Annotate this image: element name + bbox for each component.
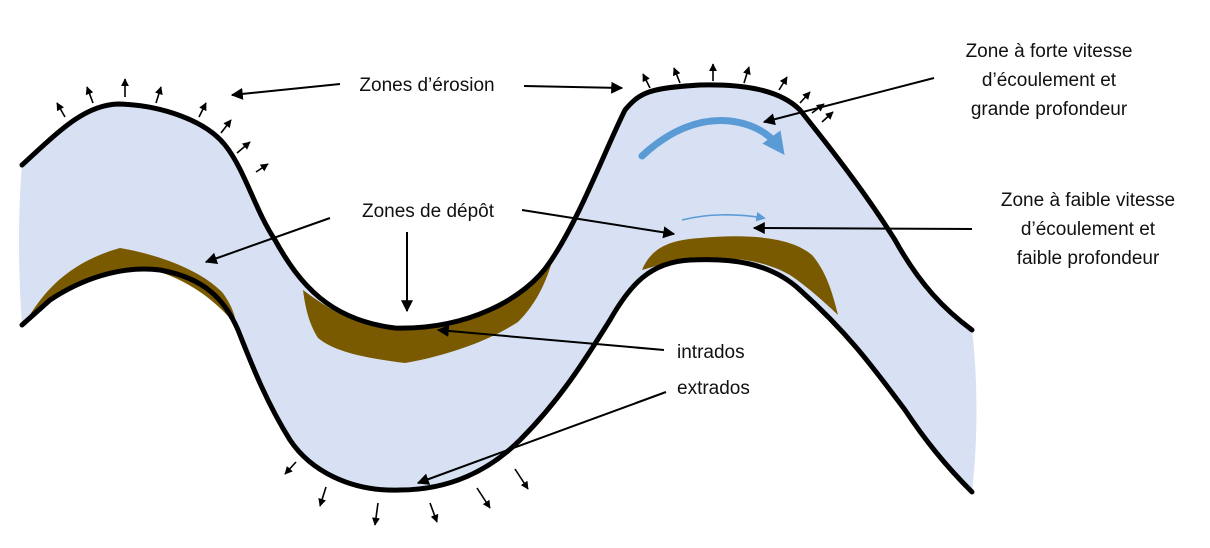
pointer-arrow-erosion-right xyxy=(523,81,624,94)
river-water xyxy=(19,84,977,493)
erosion-arrow xyxy=(255,163,269,173)
erosion-arrow xyxy=(672,67,681,84)
label-slow-zone-line3: faible profondeur xyxy=(1017,248,1160,269)
slow-flow-arrow xyxy=(681,211,766,222)
erosion-arrow xyxy=(318,486,327,507)
erosion-arrow xyxy=(220,119,232,134)
pointer-arrow-slow-zone xyxy=(752,222,973,235)
erosion-arrows-bottom xyxy=(284,461,529,526)
label-fast-zone-line3: grande profondeur xyxy=(971,99,1128,120)
erosion-arrow xyxy=(799,91,811,104)
label-intrados: intrados xyxy=(677,342,745,363)
fast-flow-arrow xyxy=(638,117,785,160)
erosion-arrow xyxy=(514,468,529,490)
deposit-right xyxy=(642,236,838,315)
erosion-arrow xyxy=(429,502,439,523)
erosion-arrow xyxy=(236,141,251,154)
erosion-arrow xyxy=(778,76,788,91)
pointer-arrow-depot-left xyxy=(204,217,331,265)
erosion-arrow xyxy=(642,73,651,89)
upper-bank xyxy=(19,82,975,333)
deposit-left xyxy=(28,248,236,325)
erosion-arrow xyxy=(155,86,163,104)
erosion-arrow xyxy=(198,102,207,118)
label-extrados: extrados xyxy=(677,378,750,399)
label-fast-zone-line2: d’écoulement et xyxy=(982,70,1117,91)
erosion-arrow xyxy=(85,86,94,104)
erosion-arrow xyxy=(743,66,751,84)
label-erosion-zones: Zones d’érosion xyxy=(359,75,494,96)
label-slow-zone-line1: Zone à faible vitesse xyxy=(1001,190,1175,211)
erosion-arrow xyxy=(372,502,380,526)
erosion-arrow xyxy=(56,102,66,118)
deposit-middle xyxy=(303,262,552,363)
pointer-arrow-depot-right xyxy=(521,209,676,239)
pointer-arrow-extrados xyxy=(416,391,667,485)
label-fast-zone-line1: Zone à forte vitesse xyxy=(966,41,1133,62)
pointer-arrows xyxy=(204,77,973,485)
pointer-arrow-erosion-left xyxy=(230,83,341,100)
pointer-arrow-intrados xyxy=(436,324,665,351)
label-slow-zone-line2: d’écoulement et xyxy=(1021,219,1156,240)
erosion-arrow xyxy=(284,461,297,475)
erosion-arrow xyxy=(821,111,834,123)
erosion-arrows-left xyxy=(56,78,269,173)
pointer-arrow-fast-zone xyxy=(762,77,935,126)
lower-bank xyxy=(19,257,975,495)
erosion-arrow xyxy=(476,487,491,509)
label-deposit-zones: Zones de dépôt xyxy=(362,201,495,222)
